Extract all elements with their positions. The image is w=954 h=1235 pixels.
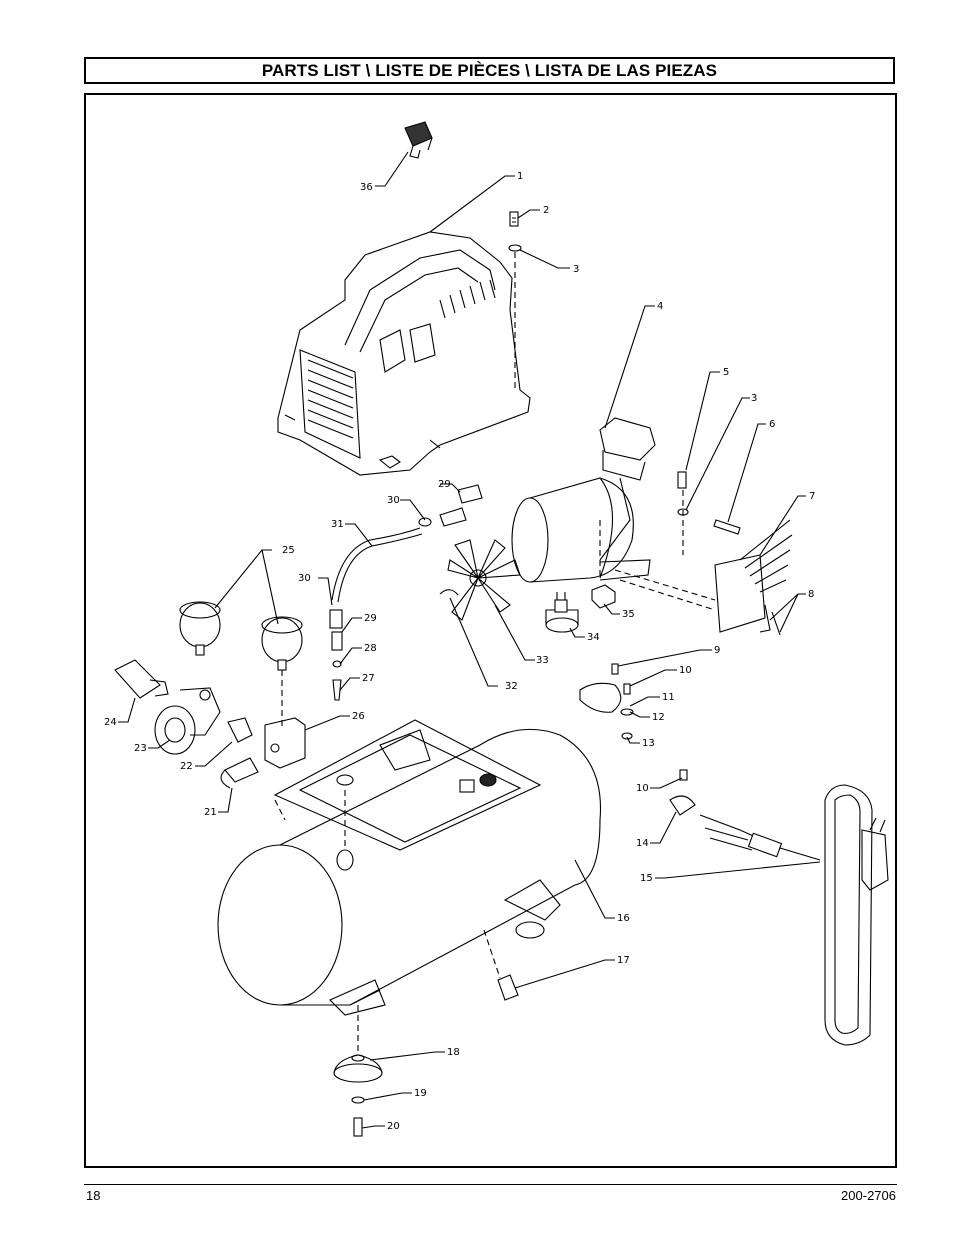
part-block [591,584,616,609]
callout-26: 26 [352,711,365,722]
callout-14: 14 [636,838,649,849]
callout-12: 12 [652,712,665,723]
callout-29b: 29 [438,479,451,490]
callout-8: 8 [808,589,814,600]
callout-7: 7 [809,491,815,502]
callout-28: 28 [364,643,377,654]
callout-31: 31 [331,519,344,530]
callout-5: 5 [723,367,729,378]
callout-17: 17 [617,955,630,966]
page-title: PARTS LIST \ LISTE DE PIÈCES \ LISTA DE … [261,60,718,80]
callout-27: 27 [362,673,375,684]
callout-34: 34 [587,632,600,643]
part-gauges [179,601,303,671]
callout-36: 36 [360,182,373,193]
part-screw-2 [508,211,522,390]
callout-29a: 29 [364,613,377,624]
callout-30a: 30 [298,573,311,584]
callout-22: 22 [180,761,193,772]
part-drain-valve [483,929,519,1001]
part-foot [333,1005,383,1137]
callout-23: 23 [134,743,147,754]
callout-32: 32 [505,681,518,692]
diagram-frame [84,93,897,1168]
callout-9: 9 [714,645,720,656]
part-fan [439,539,521,621]
callout-3a: 3 [573,264,579,275]
callout-4: 4 [657,301,663,312]
alignment-lines [274,490,716,850]
callout-15: 15 [640,873,653,884]
callout-25: 25 [282,545,295,556]
callout-10b: 10 [636,783,649,794]
part-tank [217,719,602,1016]
callout-11: 11 [662,692,675,703]
callout-24: 24 [104,717,117,728]
callout-1: 1 [517,171,523,182]
callout-2: 2 [543,205,549,216]
part-housing [277,231,531,476]
callout-30b: 30 [387,495,400,506]
callout-3b: 3 [751,393,757,404]
title-bar: PARTS LIST \ LISTE DE PIÈCES \ LISTA DE … [84,57,895,84]
callout-20: 20 [387,1121,400,1132]
callout-19: 19 [414,1088,427,1099]
leader-lines [118,151,821,1129]
callout-13: 13 [642,738,655,749]
callout-labels: 36 1 2 3 4 5 3 6 7 8 9 10 11 12 13 10 14… [104,171,815,1132]
callout-33: 33 [536,655,549,666]
callout-6: 6 [769,419,775,430]
callout-10a: 10 [679,665,692,676]
part-tubing [329,484,483,701]
part-ground-hardware [579,663,634,740]
page-number: 18 [86,1188,101,1203]
callout-21: 21 [204,807,217,818]
document-number: 200-2706 [841,1188,896,1203]
part-switch [404,121,433,159]
part-regulator-assembly [114,659,306,789]
callout-35: 35 [622,609,635,620]
callout-16: 16 [617,913,630,924]
part-capacitor-board [714,519,793,636]
callout-18: 18 [447,1047,460,1058]
footer-divider [84,1184,897,1185]
part-motor [511,417,656,583]
part-pressure-switch [545,592,579,633]
part-cord [669,769,889,1046]
part-bolt-5 [677,471,741,535]
